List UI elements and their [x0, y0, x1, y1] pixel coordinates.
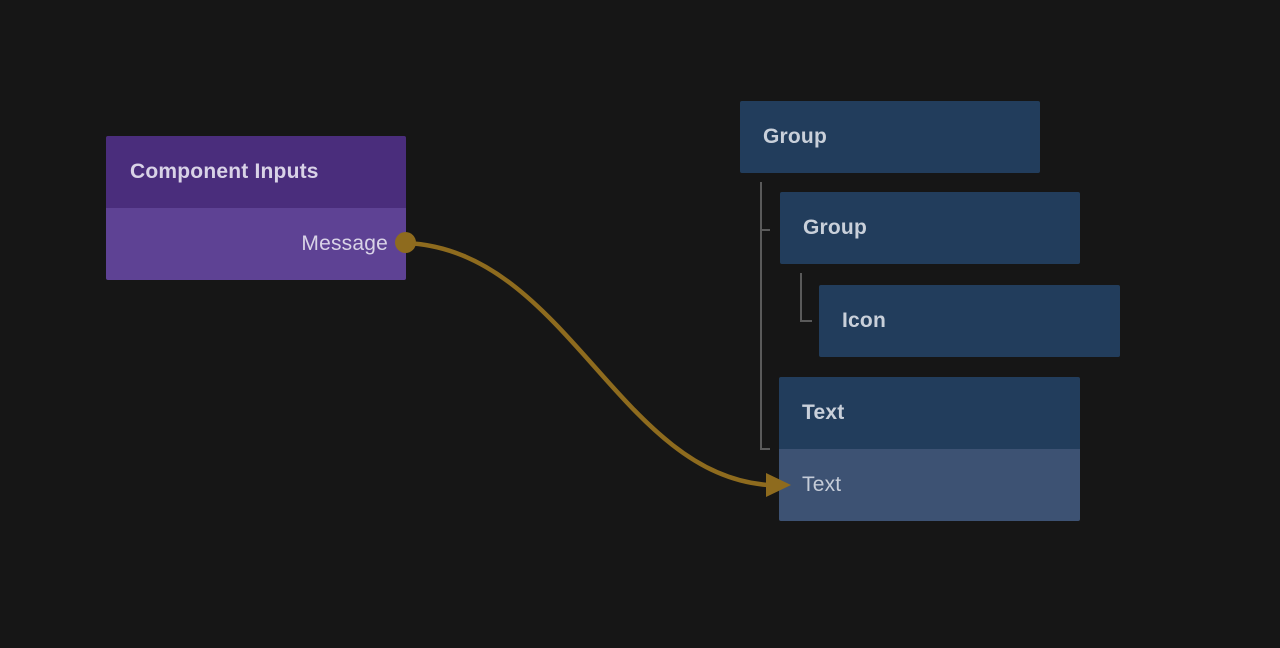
message-output-port[interactable] [395, 232, 416, 253]
layer-label-group-child: Group [803, 216, 867, 239]
text-layer-header[interactable]: Text [779, 377, 1080, 449]
component-inputs-node[interactable]: Component Inputs Message [106, 136, 406, 280]
message-output-label: Message [301, 232, 388, 255]
text-layer-target-label: Text [802, 473, 842, 496]
layer-node-icon[interactable]: Icon [819, 285, 1120, 357]
text-layer-target-row[interactable]: Text [779, 449, 1080, 521]
layer-node-group-child[interactable]: Group [780, 192, 1080, 264]
connection-arrowhead [766, 473, 791, 497]
layer-label-icon: Icon [842, 309, 886, 332]
layer-node-text[interactable]: Text Text [779, 377, 1080, 521]
layer-label-group-root: Group [763, 125, 827, 148]
component-inputs-title: Component Inputs [130, 160, 319, 183]
connection-edge-message-to-text[interactable] [403, 240, 771, 488]
message-output-row[interactable]: Message [106, 208, 406, 280]
layer-label-text: Text [802, 401, 845, 424]
component-inputs-header[interactable]: Component Inputs [106, 136, 406, 208]
layer-node-group-root[interactable]: Group [740, 101, 1040, 173]
